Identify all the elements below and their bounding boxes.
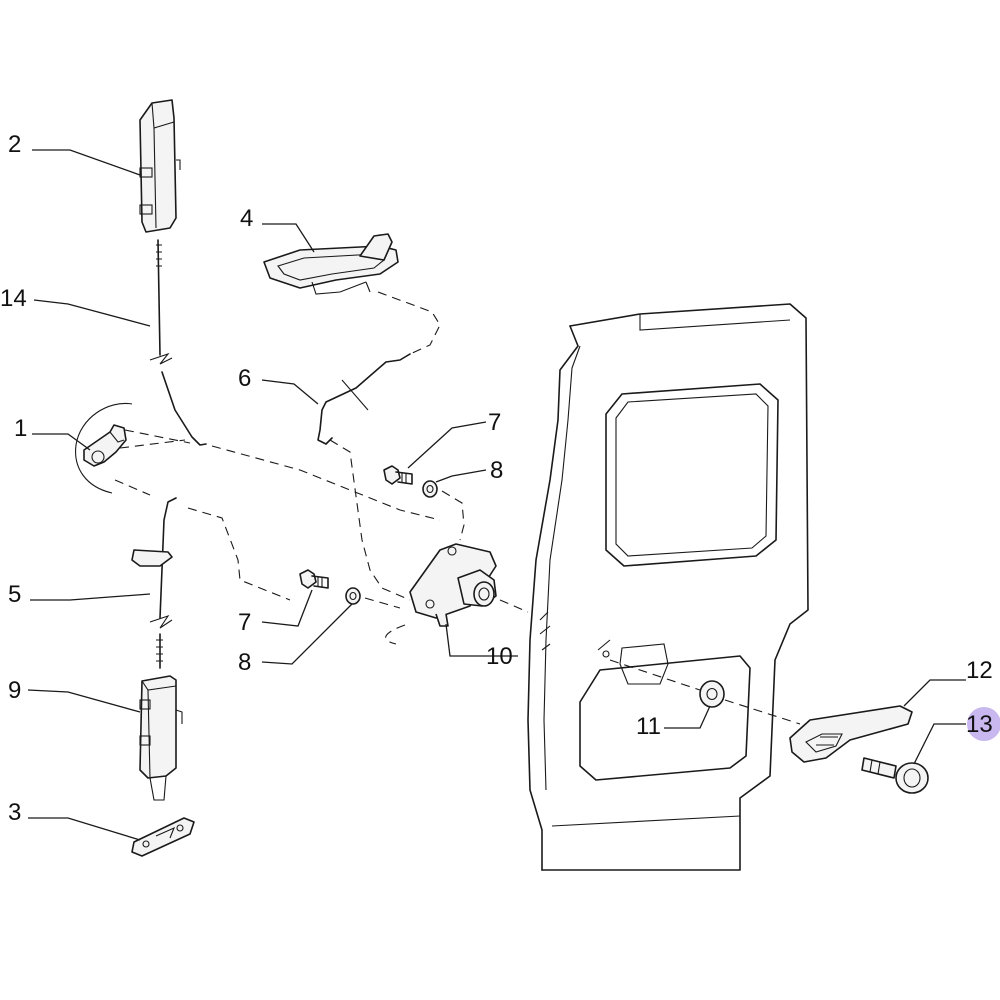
callout-7-upper: 7 — [488, 409, 501, 436]
callout-13-highlight — [967, 707, 1000, 741]
leader-10 — [445, 623, 518, 657]
leader-11 — [664, 705, 711, 729]
leader-8a — [435, 469, 487, 483]
rear-door-panel — [527, 303, 809, 871]
leader-3 — [28, 817, 141, 841]
callout-3: 3 — [8, 799, 21, 826]
part-12-exterior-handle — [789, 705, 913, 763]
callout-6: 6 — [238, 365, 251, 392]
callout-11: 11 — [636, 713, 661, 740]
callout-5: 5 — [8, 581, 21, 608]
part-1-bell-crank — [75, 402, 191, 496]
callout-14: 14 — [0, 285, 27, 312]
leader-12 — [903, 679, 966, 707]
leader-9 — [27, 689, 141, 713]
part-8-washer-lower — [345, 587, 401, 609]
leader-6 — [261, 379, 319, 405]
callout-8-lower: 8 — [238, 649, 251, 676]
part-11-washer — [609, 659, 801, 725]
leader-1 — [32, 433, 91, 451]
callout-1: 1 — [14, 415, 27, 442]
part-4-inner-handle — [263, 233, 399, 295]
part-9-lower-rod-guide — [139, 675, 183, 801]
leader-2 — [32, 149, 141, 176]
callout-13: 13 — [966, 711, 993, 738]
leader-4 — [262, 223, 315, 253]
part-5-lower-rod — [131, 497, 177, 669]
part-13-lock-cylinder — [861, 757, 929, 794]
leader-8b — [261, 603, 353, 665]
callout-labels: 2 14 1 5 9 3 4 6 7 8 7 8 10 11 12 13 — [0, 131, 993, 826]
part-7-bolt-lower — [299, 569, 329, 589]
callout-9: 9 — [8, 677, 21, 704]
leader-7a — [407, 421, 487, 469]
callout-7-lower: 7 — [238, 609, 251, 636]
leader-14 — [33, 299, 151, 327]
callout-2: 2 — [8, 131, 21, 158]
part-2-upper-rod-guide — [139, 99, 181, 233]
callout-4: 4 — [240, 205, 253, 232]
part-8-washer-upper — [422, 480, 465, 541]
leader-5 — [30, 593, 151, 601]
part-7-bolt-upper — [383, 465, 413, 485]
part-14-upper-rod — [149, 239, 207, 446]
part-6-handle-rod — [317, 291, 441, 601]
leader-13 — [913, 723, 966, 765]
callout-12: 12 — [966, 657, 993, 684]
part-3-striker-plate — [131, 817, 195, 857]
leader-7b — [261, 589, 313, 627]
callout-8-upper: 8 — [490, 457, 503, 484]
leader-lines — [27, 149, 966, 841]
part-10-lock-body — [187, 445, 529, 645]
callout-10: 10 — [486, 643, 513, 670]
